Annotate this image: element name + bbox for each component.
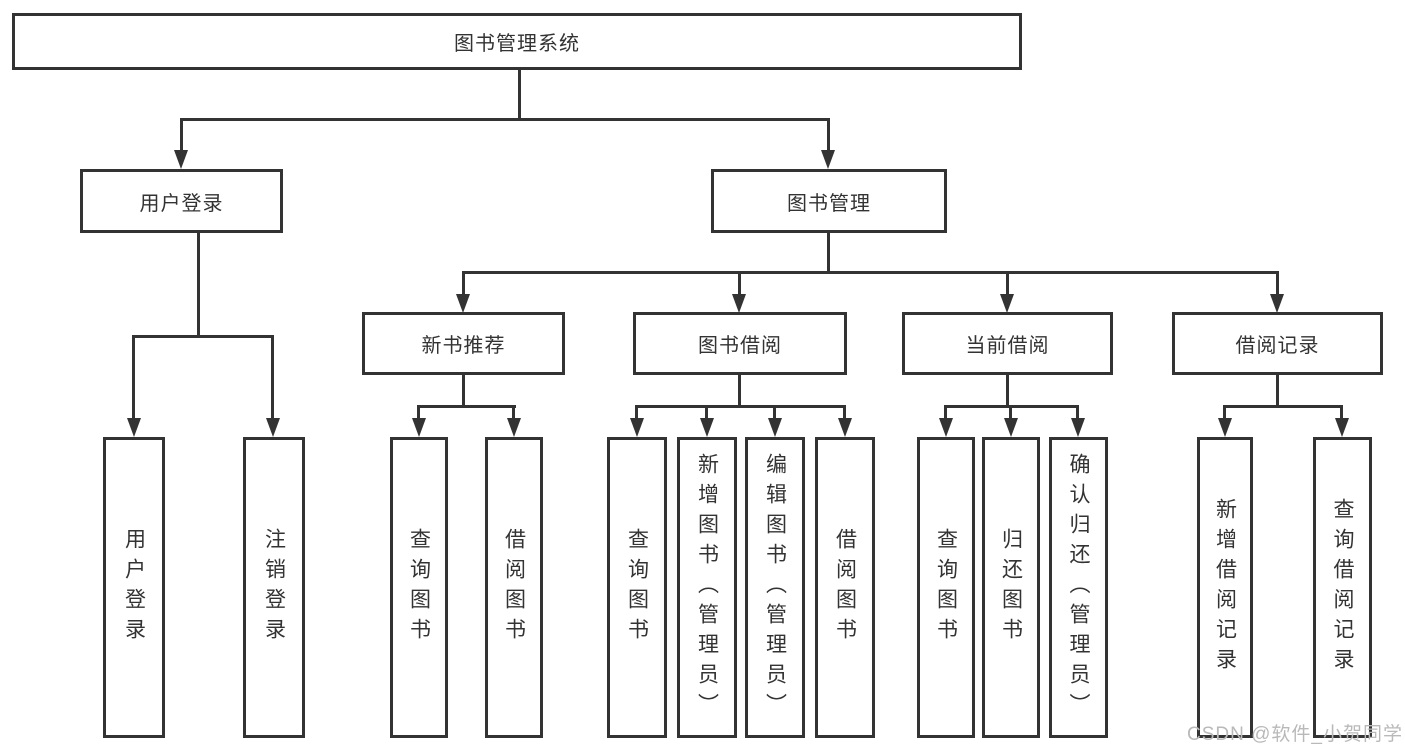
connector-level1-rail [180,118,830,121]
arrow-down-icon [456,294,470,313]
connector-drop-leaf [271,335,274,418]
connector-root-stem [518,70,521,118]
arrow-down-icon [1270,294,1284,313]
leaf-edit-books-admin: 编辑图书（管理员） [745,437,805,738]
connector-drop-leaf [1340,405,1343,419]
connector-drop-current [1006,271,1009,294]
connector-drop-login [180,118,183,151]
connector-drop-leaf [843,405,846,419]
arrow-down-icon [1335,418,1349,437]
node-root-system: 图书管理系统 [12,13,1022,70]
leaf-query-books: 查询图书 [607,437,667,738]
arrow-down-icon [266,418,280,437]
connector-drop-newrec [462,271,465,294]
connector-drop-leaf [1076,405,1079,419]
connector-drop-leaf [944,405,947,419]
connector-drop-mgmt [827,118,830,151]
arrow-down-icon [1218,418,1232,437]
leaf-confirm-return-admin: 确认归还（管理员） [1049,437,1108,738]
arrow-down-icon [1071,418,1085,437]
connector-group-stem [1276,375,1279,405]
connector-drop-borrow [738,271,741,294]
connector-drop-leaf [635,405,638,419]
connector-group-stem [462,375,465,405]
connector-drop-records [1276,271,1279,294]
leaf-return-books: 归还图书 [982,437,1040,738]
arrow-down-icon [412,418,426,437]
leaf-borrow-books: 借阅图书 [815,437,875,738]
connector-drop-leaf [705,405,708,419]
arrow-down-icon [174,150,188,169]
csdn-watermark: CSDN @软件_小贺同学 [1187,724,1403,745]
node-user-login: 用户登录 [80,169,283,233]
leaf-query-borrow-record: 查询借阅记录 [1313,437,1372,738]
connector-group-rail [1223,405,1343,408]
leaf-borrow-books: 借阅图书 [485,437,543,738]
node-book-borrow: 图书借阅 [633,312,847,375]
connector-group-rail [635,405,846,408]
connector-drop-leaf [417,405,420,419]
arrow-down-icon [630,418,644,437]
arrow-down-icon [939,418,953,437]
node-current-borrow: 当前借阅 [902,312,1113,375]
arrow-down-icon [838,418,852,437]
arrow-down-icon [768,418,782,437]
connector-mgmt-stem [827,233,830,271]
node-book-mgmt: 图书管理 [711,169,947,233]
connector-drop-leaf [1009,405,1012,419]
leaf-query-books: 查询图书 [917,437,975,738]
connector-drop-leaf [132,335,135,418]
connector-group-stem [1006,375,1009,405]
arrow-down-icon [1000,294,1014,313]
leaf-logout: 注销登录 [243,437,305,738]
connector-login-stem [197,233,200,335]
leaf-user-login: 用户登录 [103,437,165,738]
connector-drop-leaf [773,405,776,419]
connector-drop-leaf [1223,405,1226,419]
arrow-down-icon [127,418,141,437]
connector-login-rail [132,335,274,338]
arrow-down-icon [700,418,714,437]
leaf-query-books: 查询图书 [390,437,448,738]
leaf-add-borrow-record: 新增借阅记录 [1197,437,1253,738]
arrow-down-icon [507,418,521,437]
leaf-add-books-admin: 新增图书（管理员） [677,437,737,738]
connector-group-rail [417,405,516,408]
arrow-down-icon [821,150,835,169]
arrow-down-icon [732,294,746,313]
connector-level3-rail [462,271,1279,274]
node-borrow-records: 借阅记录 [1172,312,1383,375]
connector-drop-leaf [512,405,515,419]
node-new-book-recommend: 新书推荐 [362,312,565,375]
connector-group-stem [738,375,741,405]
arrow-down-icon [1004,418,1018,437]
